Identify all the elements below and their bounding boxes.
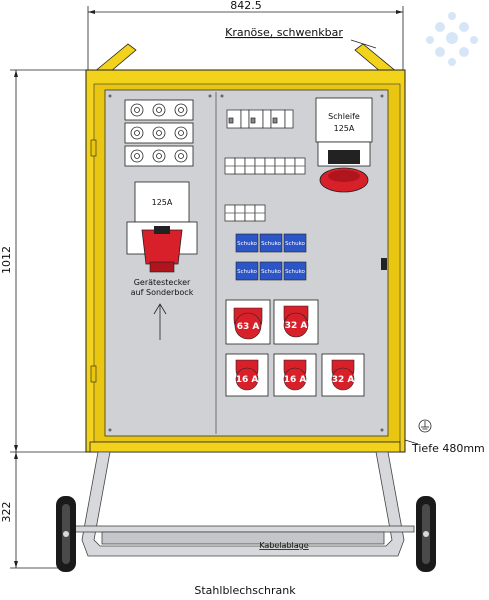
crane-eye-label: Kranöse, schwenkbar	[225, 26, 343, 39]
crane-eye-left	[92, 43, 137, 73]
cee-socket-label: 32 A	[332, 375, 355, 385]
cable-tray-label: Kabelablage	[259, 541, 308, 550]
cee-socket-label: 16 A	[236, 375, 259, 385]
cabinet-base	[89, 441, 401, 453]
wheel-left	[56, 496, 76, 572]
schuko-socket	[259, 233, 283, 253]
breaker-row-lower	[224, 204, 266, 222]
coupling-title-label: Schleife	[328, 112, 360, 121]
schuko-socket-label: Schuko	[261, 241, 281, 247]
schuko-socket	[259, 261, 283, 281]
schuko-socket	[235, 261, 259, 281]
wheel-right	[416, 496, 436, 572]
schuko-socket	[235, 233, 259, 253]
material-label: Stahlblechschrank	[194, 584, 296, 597]
indicator-grid	[124, 99, 194, 167]
schuko-socket-group: Schuko Schuko Schuko Schuko Schuko Schuk…	[235, 233, 307, 281]
schuko-socket-label: Schuko	[237, 269, 257, 275]
appliance-inlet-125a: 125A Gerätestecker auf Sonderbock	[126, 181, 198, 340]
schuko-socket-label: Schuko	[285, 241, 305, 247]
schuko-socket	[283, 233, 307, 253]
breaker-row-middle	[224, 157, 306, 175]
cee-socket-32a	[331, 367, 355, 391]
schuko-socket-label: Schuko	[237, 241, 257, 247]
cee-socket-row-bottom: 16 A 16 A 32 A	[225, 353, 365, 397]
plug-rating-label: 125A	[152, 198, 173, 207]
brand-logo-icon	[426, 12, 478, 66]
cee-socket-label: 32 A	[285, 321, 308, 331]
cabinet-height-label: 1012	[0, 246, 13, 274]
schuko-socket-label: Schuko	[285, 269, 305, 275]
coupling-socket-125a: Schleife 125A	[315, 97, 373, 193]
cee-socket-label: 16 A	[284, 375, 307, 385]
cee-socket-16a	[235, 367, 259, 391]
cee-socket-32a	[283, 312, 309, 338]
schuko-socket	[283, 261, 307, 281]
cee-socket-row-top: 63 A 32 A	[225, 299, 319, 345]
schuko-socket-label: Schuko	[261, 269, 281, 275]
cee-socket-label: 63 A	[237, 322, 260, 332]
hinge-top	[90, 139, 97, 157]
coupling-rating-label: 125A	[334, 124, 355, 133]
plug-caption-line1: Gerätestecker	[134, 278, 191, 287]
cable-tray: Kabelablage	[101, 531, 385, 550]
cee-socket-63a	[234, 312, 262, 340]
breaker-row-top	[226, 109, 294, 129]
frame-height-label: 322	[0, 502, 13, 523]
depth-label: Tiefe 480mm	[411, 442, 485, 455]
crane-eye-right	[354, 43, 399, 73]
width-dimension: 842.5	[87, 0, 404, 76]
hinge-bottom	[90, 365, 97, 383]
plug-caption-line2: auf Sonderbock	[131, 288, 194, 297]
cee-socket-16a	[283, 367, 307, 391]
width-dimension-label: 842.5	[230, 0, 262, 12]
height-dimensions: 1012 322	[0, 69, 86, 569]
door-lock	[381, 258, 387, 270]
earth-ground-icon	[418, 419, 432, 433]
